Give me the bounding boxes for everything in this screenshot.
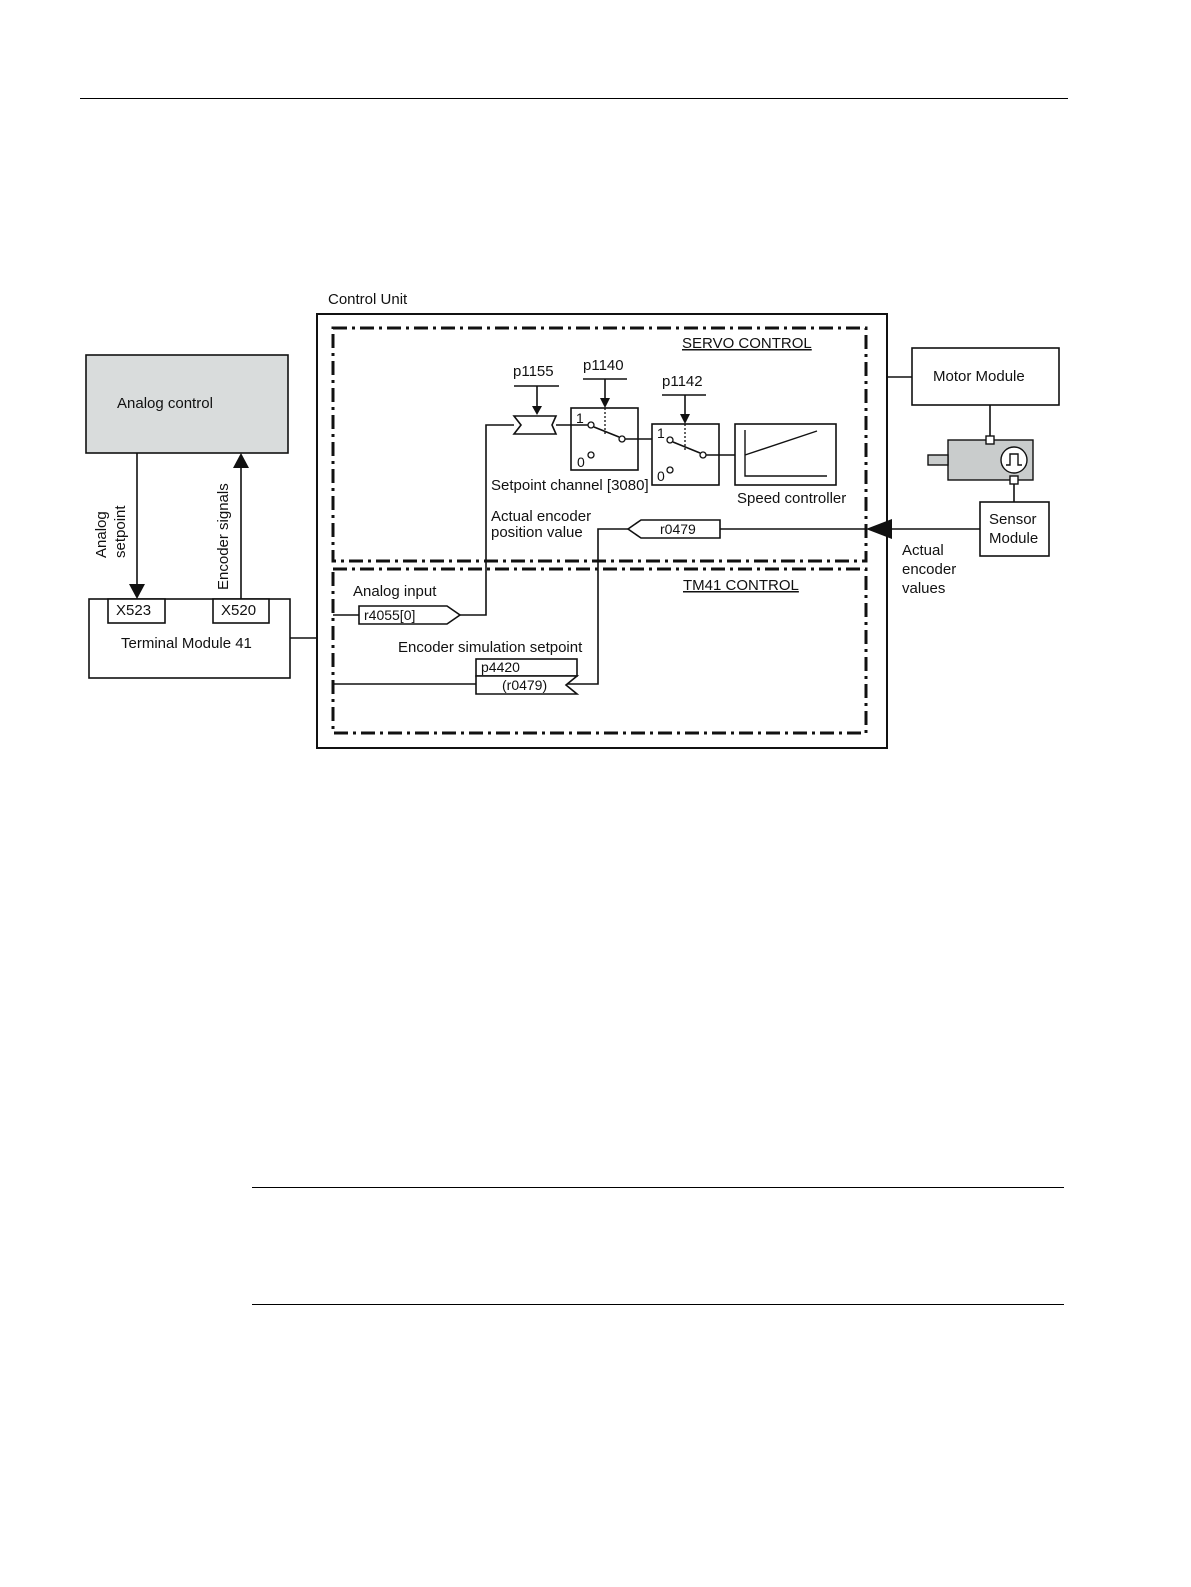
actual-encoder-pos-label-1: Actual encoder <box>491 508 591 525</box>
encoder-signals-arrowhead <box>233 453 249 468</box>
x520-label: X520 <box>221 602 256 619</box>
p1155-arrowhead <box>532 406 542 415</box>
r0479-to-p4420-wire <box>566 528 628 685</box>
actual-encoder-values-label-2: encoder <box>902 561 956 578</box>
servo-control-label: SERVO CONTROL <box>682 335 812 352</box>
r0479-label: r0479 <box>660 521 696 537</box>
setpoint-connector <box>512 415 558 435</box>
pulse-icon <box>1006 453 1022 466</box>
analog-setpoint-label-1: Analog <box>93 511 110 558</box>
motor-module-label: Motor Module <box>933 368 1025 385</box>
p1140-label: p1140 <box>583 357 624 374</box>
motor-power-terminal <box>985 435 995 445</box>
encoder-signals-label: Encoder signals <box>215 483 232 590</box>
terminal-module-label: Terminal Module 41 <box>121 635 252 652</box>
p1140-arrowhead <box>600 398 610 408</box>
analog-setpoint-arrowhead <box>129 584 145 599</box>
speed-controller-axes <box>744 430 827 477</box>
analog-control-label: Analog control <box>117 395 213 412</box>
x523-connector <box>107 598 166 624</box>
encoder-values-arrowhead <box>866 519 892 539</box>
analog-input-to-setpoint-wire <box>460 424 514 616</box>
actual-encoder-values-label-3: values <box>902 580 945 597</box>
switch2-off-label: 0 <box>657 468 665 484</box>
r4055-label: r4055[0] <box>364 607 415 623</box>
speed-controller-box <box>734 423 837 486</box>
motor-shaft <box>927 454 949 466</box>
p1142-label: p1142 <box>662 373 703 390</box>
speed-controller-label: Speed controller <box>737 490 846 507</box>
switch1-off-label: 0 <box>577 454 585 470</box>
analog-setpoint-label-2: setpoint <box>112 505 129 558</box>
x523-label: X523 <box>116 602 151 619</box>
r0479-paren-connector <box>475 675 580 695</box>
tm41-control-region <box>331 567 868 735</box>
switch1-contact-1 <box>587 421 595 429</box>
switch1-on-label: 1 <box>576 410 584 426</box>
note-rule-top <box>252 1187 1064 1188</box>
speed-controller-ramp <box>744 430 818 456</box>
encoder-sim-setpoint-label: Encoder simulation setpoint <box>398 639 583 656</box>
r0479-paren-label: (r0479) <box>502 677 547 693</box>
sensor-module-label-1: Sensor <box>989 511 1037 528</box>
actual-encoder-pos-label-2: position value <box>491 524 583 541</box>
switch1-contact-0 <box>587 451 595 459</box>
note-rule-bottom <box>252 1304 1064 1305</box>
encoder-icon <box>1000 446 1028 474</box>
switch1-output <box>618 435 626 443</box>
analog-control-box <box>85 354 289 454</box>
x520-connector <box>212 598 270 624</box>
control-unit-box <box>316 313 888 749</box>
switch2-output <box>699 451 707 459</box>
actual-encoder-values-label-1: Actual <box>902 542 944 559</box>
switch2-blade <box>672 441 701 454</box>
sensor-module-box <box>979 501 1050 557</box>
control-unit-label: Control Unit <box>328 291 408 308</box>
analog-input-label: Analog input <box>353 583 437 600</box>
sensor-module-label-2: Module <box>989 530 1038 547</box>
header-rule <box>80 98 1068 99</box>
switch1-blade <box>593 426 620 438</box>
setpoint-channel-label: Setpoint channel [3080] <box>491 477 649 494</box>
r4055-connector <box>358 605 462 625</box>
p1142-arrowhead <box>680 414 690 424</box>
switch2-contact-0 <box>666 466 674 474</box>
switch2-on-label: 1 <box>657 425 665 441</box>
p1155-label: p1155 <box>513 363 554 380</box>
tm41-control-label: TM41 CONTROL <box>683 577 799 594</box>
p4420-label: p4420 <box>481 659 520 675</box>
servo-control-region <box>331 326 868 563</box>
switch2-contact-1 <box>666 436 674 444</box>
motor-encoder-terminal <box>1009 475 1019 485</box>
